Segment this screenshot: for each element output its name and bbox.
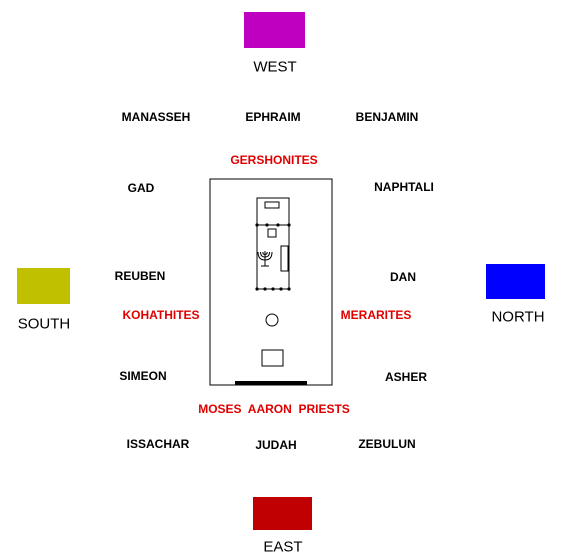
veil-post	[265, 223, 269, 227]
west-label: WEST	[253, 58, 297, 76]
tribe-zebulun: ZEBULUN	[358, 437, 416, 451]
candlestick-icon	[257, 251, 273, 267]
entry-post	[279, 287, 283, 291]
south-swatch	[17, 268, 70, 304]
entry-post	[287, 287, 291, 291]
entry-post	[255, 287, 259, 291]
tribe-asher: ASHER	[384, 370, 428, 384]
tribe-ephraim: EPHRAIM	[245, 110, 301, 124]
tribe-issachar: ISSACHAR	[126, 437, 190, 451]
south-label: SOUTH	[17, 315, 71, 333]
veil-post	[276, 223, 280, 227]
tribe-benjamin: BENJAMIN	[355, 110, 419, 124]
tabernacle-court	[209, 178, 333, 386]
levites-gershonites: GERSHONITES	[230, 153, 318, 167]
north-swatch	[486, 264, 545, 299]
showbread-table	[280, 245, 289, 272]
levites-merarites: MERARITES	[340, 308, 412, 322]
tribe-reuben: REUBEN	[114, 269, 166, 283]
levites-priests: MOSES AARON PRIESTS	[198, 402, 350, 416]
court-gate	[235, 381, 307, 385]
east-label: EAST	[263, 538, 303, 556]
tribe-judah: JUDAH	[255, 438, 297, 452]
east-swatch	[253, 497, 312, 530]
west-swatch	[244, 12, 305, 48]
levites-kohathites: KOHATHITES	[122, 308, 200, 322]
veil-post	[255, 223, 259, 227]
incense-altar	[267, 228, 277, 238]
laver	[265, 313, 279, 327]
tent-outline	[256, 197, 290, 290]
ark-of-covenant	[264, 201, 280, 209]
veil-post	[287, 223, 291, 227]
tribe-gad: GAD	[127, 181, 155, 195]
tribe-simeon: SIMEON	[119, 369, 167, 383]
burnt-offering-altar	[261, 349, 284, 367]
entry-post	[263, 287, 267, 291]
entry-post	[271, 287, 275, 291]
north-label: NORTH	[491, 308, 545, 326]
tribe-dan: DAN	[390, 270, 416, 284]
tribe-naphtali: NAPHTALI	[374, 180, 434, 194]
tribe-manasseh: MANASSEH	[121, 110, 191, 124]
